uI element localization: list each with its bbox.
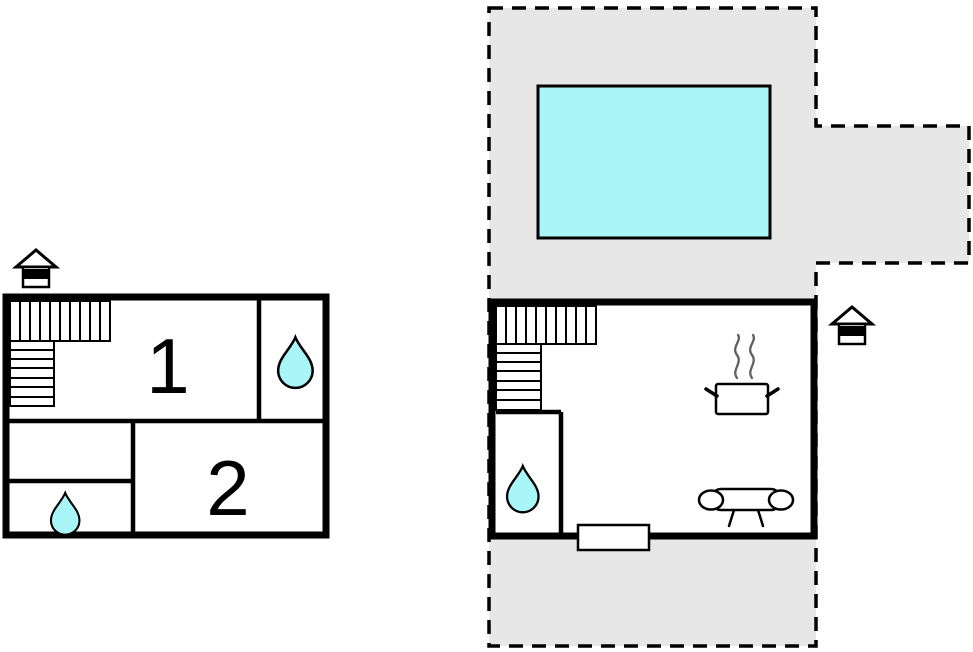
sofa-armrest <box>767 489 795 511</box>
stair-steps <box>19 301 101 341</box>
entrance-icon <box>14 248 58 289</box>
room-2-label: 2 <box>206 444 249 532</box>
sofa-icon <box>697 487 795 528</box>
staircase-icon <box>495 305 597 411</box>
stair-flight-lower <box>9 340 55 407</box>
bathroom-wall <box>496 409 564 533</box>
cooking-pot-icon <box>704 333 780 416</box>
sofa-legs <box>727 508 765 528</box>
pot-handles <box>704 387 780 398</box>
left-floor-plan: 1 2 <box>2 293 330 539</box>
swimming-pool <box>536 84 772 240</box>
stair-steps <box>496 352 541 401</box>
sofa-armrest <box>697 489 725 511</box>
pot-body <box>714 382 770 416</box>
right-floor-plan <box>488 298 818 552</box>
stair-steps <box>10 349 54 398</box>
stair-steps <box>505 306 587 344</box>
room-1-label: 1 <box>146 322 189 410</box>
entrance-icon <box>830 305 874 346</box>
steam <box>734 333 741 380</box>
door-opening <box>576 523 651 552</box>
steam <box>749 333 756 380</box>
staircase-icon <box>9 300 111 407</box>
